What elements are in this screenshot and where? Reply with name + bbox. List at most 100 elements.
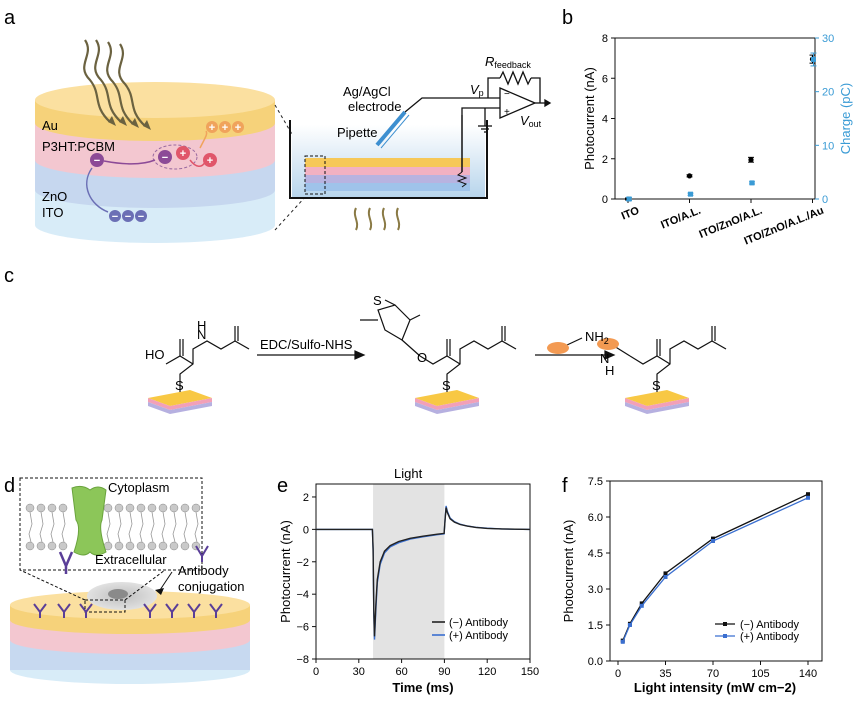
amine-label: NH2 [585,329,609,346]
data-point [639,601,644,606]
y-tick-label: −2 [296,557,309,569]
light-on-region [373,484,445,659]
y-tick-label: 6 [602,73,608,85]
pipette-label: Pipette [337,125,377,140]
panel-b-letter: b [562,7,573,29]
protein-blob-icon-2 [597,338,619,350]
nh-label-3: N [600,351,609,366]
panel-d: d [4,475,250,684]
electrode-label-line2: electrode [348,99,401,114]
x-tick-label: 35 [659,668,671,680]
svg-text:−: − [125,211,131,223]
plot-frame [609,480,823,662]
electrode-label-line1: Ag/AgCl [343,84,391,99]
substrate-chip-3 [625,390,689,414]
device-stack [35,82,275,243]
plot-frame [614,37,816,200]
panel-c-letter: c [4,265,14,287]
data-point [686,173,693,179]
svg-text:−: − [138,211,144,223]
h-label-3: H [605,363,614,378]
reaction-scheme [148,299,727,414]
x-axis-title: Light intensity (mW cm−2) [634,680,796,695]
panel-a-letter: a [4,7,16,29]
x-tick-label: 105 [751,668,769,680]
x-tick-label: 150 [521,666,539,678]
y2-tick-label: 10 [822,140,834,152]
y-tick-label: 4 [602,114,608,126]
y-tick-label: 7.5 [588,476,603,488]
x-tick-label: 120 [478,666,496,678]
substrate-chip-2 [415,390,479,414]
x-tick-label: 0 [313,666,319,678]
series-line [316,507,531,637]
y-tick-label: 0 [602,194,608,206]
y-tick-label: 0.0 [588,656,603,668]
x-tick-label: 140 [799,668,817,680]
y-axis-title: Photocurrent (nA) [561,520,576,623]
x-tick-label: 90 [438,666,450,678]
y2-tick-label: 30 [822,33,834,45]
svg-text:+: + [235,122,241,134]
panel-d-letter: d [4,475,15,497]
amplifier-circuit [404,70,552,133]
legend-marker [723,622,727,626]
legend-label: (−) Antibody [449,617,509,629]
svg-text:−: − [162,152,168,164]
data-point [688,191,693,197]
y-tick-label: 4.5 [588,548,603,560]
light-label: Light [394,466,423,481]
antibody-icons [33,545,223,618]
plot-frame [315,483,531,660]
x-tick-label: 70 [707,668,719,680]
membrane-inset [19,477,203,574]
svg-text:+: + [207,155,213,167]
antibody-label-line2: conjugation [178,579,245,594]
extracellular-label: Extracellular [95,552,167,567]
svg-text:+: + [180,148,186,160]
y-tick-label: 1.5 [588,620,603,632]
electrolyte-bath [289,110,488,231]
data-point [748,157,754,163]
svg-text:−: − [112,211,118,223]
y-tick-label: 8 [602,33,608,45]
x-tick-label: 60 [395,666,407,678]
y-tick-label: −8 [296,654,309,666]
h-label-1: H [197,318,206,333]
s-label-1: S [175,378,184,393]
y-axis-title: Photocurrent (nA) [582,67,597,170]
x-axis-title: Time (ms) [392,680,453,695]
panel-c: c [4,265,727,414]
data-point [806,495,810,500]
y-tick-label: 3.0 [588,584,603,596]
data-point [711,536,715,541]
y-tick-label: 2 [602,154,608,166]
data-point [811,56,816,62]
antibody-label-line1: Antibody [178,563,229,578]
charge-carriers: − + + − + + + − − − [90,121,244,223]
panel-f-letter: f [562,475,568,497]
legend-label: (+) Antibody [740,631,800,643]
reagent-label: EDC/Sulfo-NHS [260,337,353,352]
sulfo-label: S [373,293,382,308]
svg-text:+: + [209,122,215,134]
data-point [627,623,632,627]
layer-label-zno: ZnO [42,189,67,204]
panel-a: a Au P3HT:PCBM ZnO ITO [4,7,552,243]
cooh-label: HO [145,347,165,362]
y-tick-label: −6 [296,622,309,634]
data-point [806,492,810,497]
data-point [620,639,625,644]
r-feedback-label: Rfeedback [485,54,531,70]
y-tick-label: −4 [296,589,309,601]
data-point [639,603,644,608]
svg-text:−: − [504,89,510,100]
y2-tick-label: 0 [822,194,828,206]
s-label-3: S [652,378,661,393]
light-waves [83,39,146,127]
y2-tick-label: 20 [822,87,834,99]
data-point [626,196,632,202]
